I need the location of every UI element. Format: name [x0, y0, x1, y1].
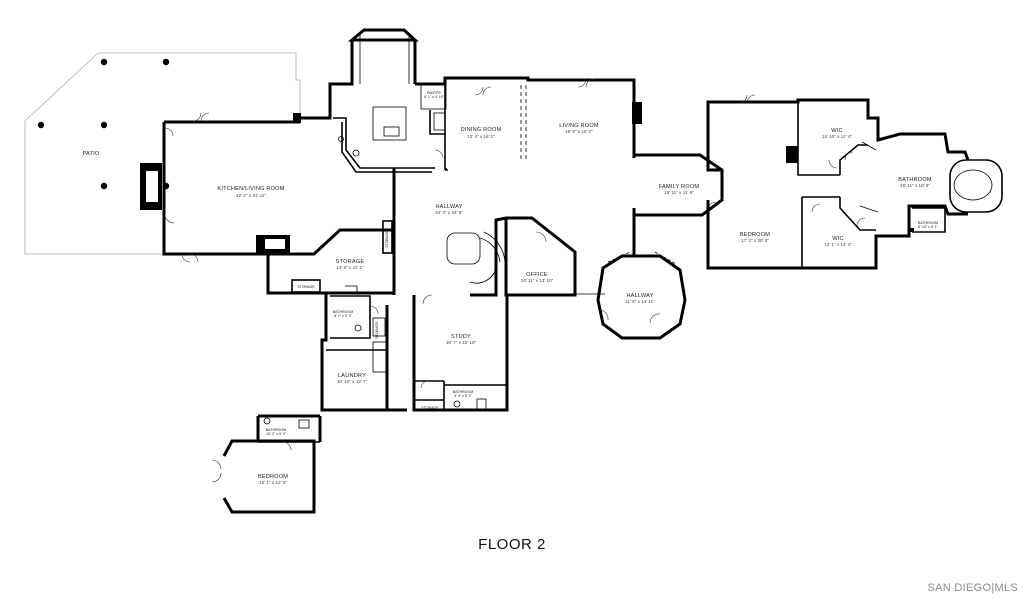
study-name: STUDY [451, 334, 471, 340]
bedroom-guest-name: BEDROOM [258, 474, 288, 480]
family-name: FAMILY ROOM [659, 184, 700, 190]
storage-vertical-name: STORAGE [385, 230, 389, 248]
round-hallway: HALLWAY 11' 6" x 14' 11" [596, 210, 687, 340]
bedroom-main-dim: 17' 3" x 30' 3" [741, 238, 769, 243]
storage-small-name: STORAGE [297, 285, 315, 289]
kitchen-living-name: KITCHEN/LIVING ROOM [217, 186, 284, 192]
family-dim: 15' 11" x 11' 6" [664, 190, 694, 195]
hallway-main-dim: 44' 4" x 44' 9" [435, 210, 463, 215]
study-dim: 16' 7" x 15' 10" [446, 340, 477, 345]
wic-bottom-name: WIC [832, 236, 843, 242]
bathroom-master-dim: 26' 11" x 18' 9" [900, 183, 930, 188]
kitchen-living-room: KITCHEN/LIVING ROOM 42' 2" x 31' 11" PAT… [83, 28, 636, 263]
wic-bottom-dim: 13' 1" x 14' 4" [824, 242, 852, 247]
pantry-name: PANTRY [427, 91, 442, 95]
kitchen-living-dim: 42' 2" x 31' 11" [236, 193, 266, 198]
storage-main-dim: 13' 9" x 11' 1" [336, 265, 364, 270]
guest-suite: BATHROOM 10' 2" x 4' 4" BEDROOM 16' 1" x… [211, 414, 322, 514]
dining-and-living: PANTRY 6' 1" x 4' 10" DINING ROOM 13' 3"… [420, 78, 642, 171]
main-hallway: HALLWAY 44' 4" x 44' 9" [392, 168, 507, 297]
bedroom-main-name: BEDROOM [740, 232, 770, 238]
storage-study-name: STORAGE [421, 406, 439, 410]
master-suite: BEDROOM 17' 3" x 30' 3" WIC 12' 10" x 12… [706, 94, 1003, 270]
bathroom-master-small-dim: 6' 10" x 5' 1" [918, 225, 938, 229]
storage-main-name: STORAGE [336, 259, 365, 265]
bathroom-master-name: BATHROOM [898, 177, 932, 183]
wic-top-name: WIC [831, 128, 842, 134]
pantry-dim: 6' 1" x 4' 10" [424, 95, 444, 99]
living-dim: 19' 8" x 16' 2" [565, 129, 593, 134]
living-name: LIVING ROOM [559, 123, 599, 129]
bathroom-laundry-dim: 8' 1" x 5' 3" [334, 314, 352, 318]
laundry-name: LAUNDRY [338, 373, 366, 379]
patio-name: PATIO [83, 151, 100, 157]
dining-dim: 13' 3" x 16' 2" [467, 134, 495, 139]
hallway-round-dim: 11' 6" x 14' 11" [625, 299, 655, 304]
bathroom-laundry-name: BATHROOM [333, 310, 354, 314]
laundry-dim: 10' 10" x 13' 7" [337, 379, 368, 384]
bedroom-guest-dim: 16' 1" x 12' 3" [259, 480, 287, 485]
hallway-round-name: HALLWAY [626, 293, 653, 299]
office-room: OFFICE 14' 11" x 13' 10" [504, 216, 605, 297]
storage-laundry-name: STORAGE [375, 321, 379, 339]
dining-name: DINING ROOM [461, 127, 502, 133]
bathroom-study-dim: 4' 4" x 5' 2" [454, 394, 472, 398]
patio-area [24, 52, 301, 255]
storage-main-room: STORAGE 13' 9" x 11' 1" STORAGE STORAGE [266, 220, 394, 295]
laundry-wing: BATHROOM 8' 1" x 5' 3" STORAGE LAUNDRY 1… [320, 293, 407, 412]
wic-top-dim: 12' 10" x 12' 4" [822, 134, 853, 139]
hallway-main-name: HALLWAY [435, 204, 462, 210]
office-name: OFFICE [526, 272, 548, 278]
mls-watermark: SAN DIEGO|MLS [927, 582, 1018, 594]
bathroom-study-name: BATHROOM [453, 390, 474, 394]
floor-title: FLOOR 2 [478, 536, 546, 553]
study-room: STUDY 16' 7" x 15' 10" BATHROOM 4' 4" x … [412, 294, 509, 412]
bathroom-guest-name: BATHROOM [266, 428, 287, 432]
bathroom-master-small-name: BATHROOM [918, 221, 939, 225]
office-dim: 14' 11" x 13' 10" [521, 278, 554, 283]
bathroom-guest-dim: 10' 2" x 4' 4" [266, 432, 286, 436]
